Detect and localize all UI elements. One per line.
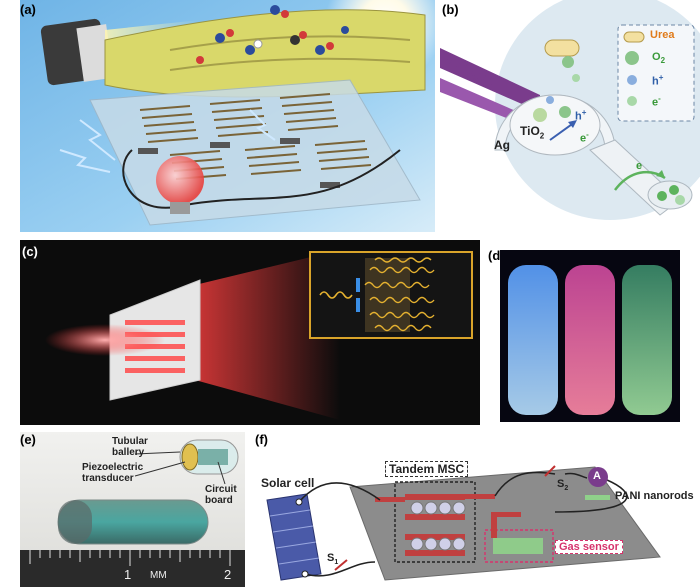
panel-b-illustration <box>440 0 700 232</box>
light-bulb <box>156 156 204 204</box>
panel-f-label: (f) <box>255 432 268 447</box>
panel-b-label: (b) <box>442 2 459 17</box>
scattered-waves <box>364 257 435 332</box>
lamp-ring <box>76 24 114 82</box>
legend-electron: e- <box>652 94 661 109</box>
eminus-label: e- <box>580 130 589 145</box>
e-arrow-label: e <box>636 160 643 172</box>
tandem-msc-box <box>394 481 476 563</box>
red-emission-rays <box>195 250 340 420</box>
legend-box <box>617 24 695 122</box>
panel-e-photo <box>20 432 245 587</box>
ammeter-label: A <box>593 470 601 482</box>
panel-c: (c) <box>20 240 480 425</box>
switch-s2 <box>544 465 556 477</box>
blue-bar-top <box>356 278 360 292</box>
ag-label: Ag <box>494 138 510 152</box>
panel-a-label: (a) <box>20 2 36 17</box>
panel-f: (f) Solar cell Tandem MSC S1 S2 A PANI n… <box>255 432 700 587</box>
red-glow <box>45 324 165 356</box>
solar-cell-panel <box>266 493 322 581</box>
vial-green <box>622 265 672 415</box>
ruler-mm-label: MM <box>150 570 167 581</box>
ruler <box>20 550 245 587</box>
uv-beam-1 <box>440 48 540 112</box>
gas-sensor-label: Gas sensor <box>555 540 623 554</box>
panel-d-vials <box>500 250 680 422</box>
ammeter <box>588 467 608 487</box>
panel-a: (a) <box>20 0 435 232</box>
bulb-base <box>170 202 190 214</box>
panel-e-label: (e) <box>20 432 36 447</box>
urea-molecule <box>544 39 580 57</box>
panel-d <box>500 250 680 422</box>
interdigital-electrodes <box>139 93 372 180</box>
sparks <box>59 119 116 173</box>
vial-blue <box>508 265 558 415</box>
gas-sensor-element <box>493 538 543 554</box>
wire-bottom <box>304 561 376 577</box>
wire-top <box>298 482 381 503</box>
msc-electrodes <box>375 494 495 556</box>
ruler-ticks <box>29 550 231 566</box>
vial-pink <box>565 265 615 415</box>
pani-legend-swatch <box>585 495 610 500</box>
switch-s1 <box>334 559 348 571</box>
blue-bar-bottom <box>356 298 360 312</box>
tandem-msc-label: Tandem MSC <box>385 461 469 477</box>
molecules <box>196 5 349 64</box>
panel-c-illustration <box>20 240 480 425</box>
msc-spheres <box>410 501 466 551</box>
hplus-label: h+ <box>575 108 587 123</box>
s2-label: S2 <box>557 478 569 493</box>
contact-pads <box>138 138 340 188</box>
s1-label: S1 <box>327 552 339 567</box>
legend-urea: Urea <box>650 29 675 41</box>
wire <box>122 149 401 209</box>
panel-c-label: (c) <box>22 244 38 259</box>
panel-b: (b) UV Light Urea O2 h+ e- TiO2 Ag h+ e-… <box>440 0 700 232</box>
incoming-wave <box>319 291 353 299</box>
tio2-label: TiO2 <box>520 124 545 141</box>
panel-a-illustration <box>20 0 435 232</box>
pani-nanorods-label: PANI nanorods <box>615 490 694 502</box>
tio2-disc <box>509 94 601 156</box>
piezo-transducer-icon <box>181 443 199 471</box>
solar-cell-label: Solar cell <box>261 476 315 490</box>
panel-f-circuit <box>266 465 661 581</box>
ruler-1-label: 1 <box>124 567 132 582</box>
ruler-2-label: 2 <box>224 567 232 582</box>
legend-o2: O2 <box>652 51 666 66</box>
legend-hole: h+ <box>652 73 664 88</box>
